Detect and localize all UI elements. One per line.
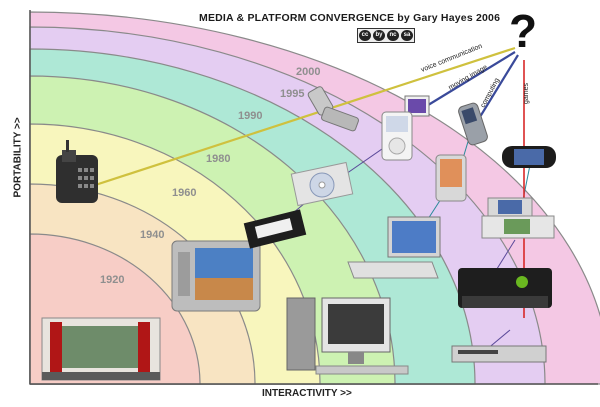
desktop-computer-icon [286,297,409,375]
decade-label-1960: 1960 [172,187,196,199]
creative-commons-badge: cc by nc sa [357,28,415,43]
smartphone-icon [458,102,488,146]
vhs-tape-icon [243,209,307,249]
question-mark: ? [509,5,538,57]
diagram-title: MEDIA & PLATFORM CONVERGENCE by Gary Hay… [199,12,501,24]
trend-line-computing [474,54,519,126]
cinema-screen-icon [41,317,161,381]
y-axis-label-text: PORTABILITY >> [12,117,24,198]
trend-line-voice-communication [79,46,516,192]
nintendo-ds-icon [481,197,555,239]
cc-icon: cc [359,30,371,41]
flip-mobile-phone-icon [307,86,359,132]
sa-icon: sa [401,30,413,41]
decade-label-1980: 1980 [206,153,230,165]
x-axis-label: INTERACTIVITY >> [262,388,352,399]
nc-icon: nc [387,30,399,41]
laptop-icon [347,216,441,279]
decade-label-1995: 1995 [280,88,304,100]
dvd-player-icon [451,345,547,363]
trend-label-computing: computing [480,77,501,109]
by-icon: by [373,30,385,41]
decade-label-1940: 1940 [140,229,164,241]
pda-handheld-icon [435,154,467,202]
decade-label-1920: 1920 [100,274,124,286]
crt-television-icon [171,240,261,312]
decade-label-1990: 1990 [238,110,262,122]
xbox-console-icon [458,268,552,308]
trend-label-games: games [523,82,530,104]
decade-label-2000: 2000 [296,66,320,78]
y-axis-label: PORTABILITY >> [6,117,26,200]
cd-disc-icon [290,161,354,207]
devices [41,86,556,381]
ipod-icon [381,95,430,161]
desk-telephone-icon [56,140,98,203]
trend-line-moving-image [419,51,516,111]
psp-console-icon [502,146,556,168]
